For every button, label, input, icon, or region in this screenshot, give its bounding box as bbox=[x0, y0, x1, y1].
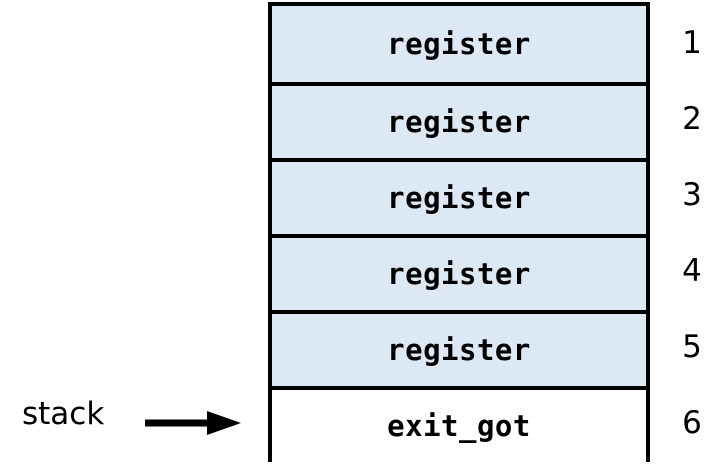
stack-cell-5: register bbox=[272, 310, 646, 386]
stack-pointer-label: stack bbox=[22, 396, 105, 432]
slot-index-4: 4 bbox=[682, 253, 702, 289]
stack-cell-3: register bbox=[272, 158, 646, 234]
slot-index-6: 6 bbox=[682, 405, 702, 441]
stack-frame: register register register register regi… bbox=[268, 2, 650, 462]
stack-cell-2: register bbox=[272, 82, 646, 158]
slot-index-2: 2 bbox=[682, 101, 702, 137]
stack-cell-6: exit_got bbox=[272, 386, 646, 462]
slot-index-1: 1 bbox=[682, 25, 702, 61]
slot-index-5: 5 bbox=[682, 329, 702, 365]
slot-index-3: 3 bbox=[682, 177, 702, 213]
arrow-right-icon bbox=[145, 411, 241, 435]
stack-cell-1: register bbox=[272, 6, 646, 82]
stack-cell-4: register bbox=[272, 234, 646, 310]
